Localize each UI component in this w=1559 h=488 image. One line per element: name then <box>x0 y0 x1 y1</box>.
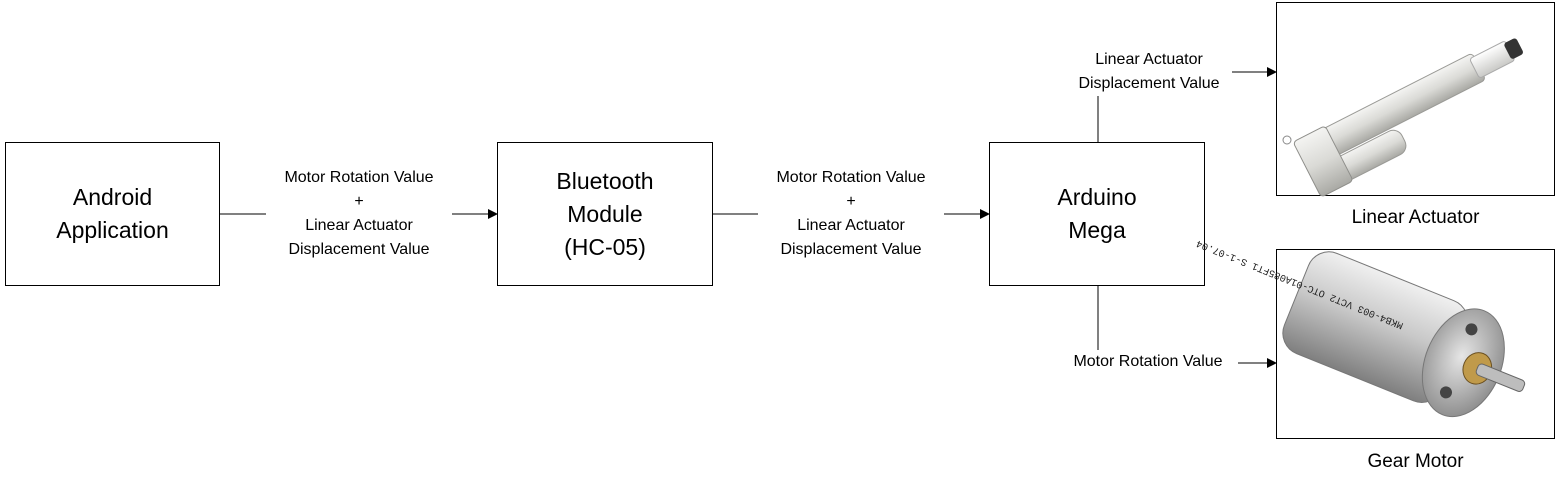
gear-motor-caption: Gear Motor <box>1367 451 1464 472</box>
arduino-block-line2: Mega <box>1068 217 1126 243</box>
label-android-to-bluetooth: Motor Rotation Value + Linear Actuator D… <box>266 166 452 262</box>
label-bluetooth-to-arduino: Motor Rotation Value + Linear Actuator D… <box>758 166 944 262</box>
linear-actuator-image <box>1282 38 1523 197</box>
label-line: Linear Actuator <box>305 217 413 234</box>
gear-motor-image: MKB4-003 VCT2 OTC-01A085FT1 S-1-07.04 <box>1195 237 1526 418</box>
linear-actuator-image-frame <box>1276 2 1555 197</box>
label-line: Displacement Value <box>780 241 922 258</box>
bluetooth-block-line2: Module <box>567 200 643 227</box>
label-line: Displacement Value <box>1078 75 1220 92</box>
label-line: Linear Actuator <box>1095 51 1203 68</box>
label-line: + <box>354 193 364 210</box>
label-line: Motor Rotation Value <box>1073 353 1223 370</box>
label-line: Motor Rotation Value <box>776 169 926 186</box>
label-line: + <box>846 193 856 210</box>
label-line: Motor Rotation Value <box>284 169 434 186</box>
label-line: Linear Actuator <box>797 217 905 234</box>
android-block-line2: Application <box>56 217 169 243</box>
bluetooth-block-line1: Bluetooth <box>556 167 654 194</box>
label-line: Displacement Value <box>288 241 430 258</box>
bluetooth-block-line3: (HC-05) <box>564 233 646 260</box>
android-block-line1: Android <box>72 184 153 210</box>
label-arduino-to-motor: Motor Rotation Value <box>1058 350 1238 374</box>
gear-motor-image-frame: MKB4-003 VCT2 OTC-01A085FT1 S-1-07.04 <box>1195 237 1555 439</box>
linear-actuator-caption: Linear Actuator <box>1351 207 1480 228</box>
label-arduino-to-actuator: Linear Actuator Displacement Value <box>1066 48 1232 96</box>
arduino-block-line1: Arduino <box>1057 184 1137 210</box>
